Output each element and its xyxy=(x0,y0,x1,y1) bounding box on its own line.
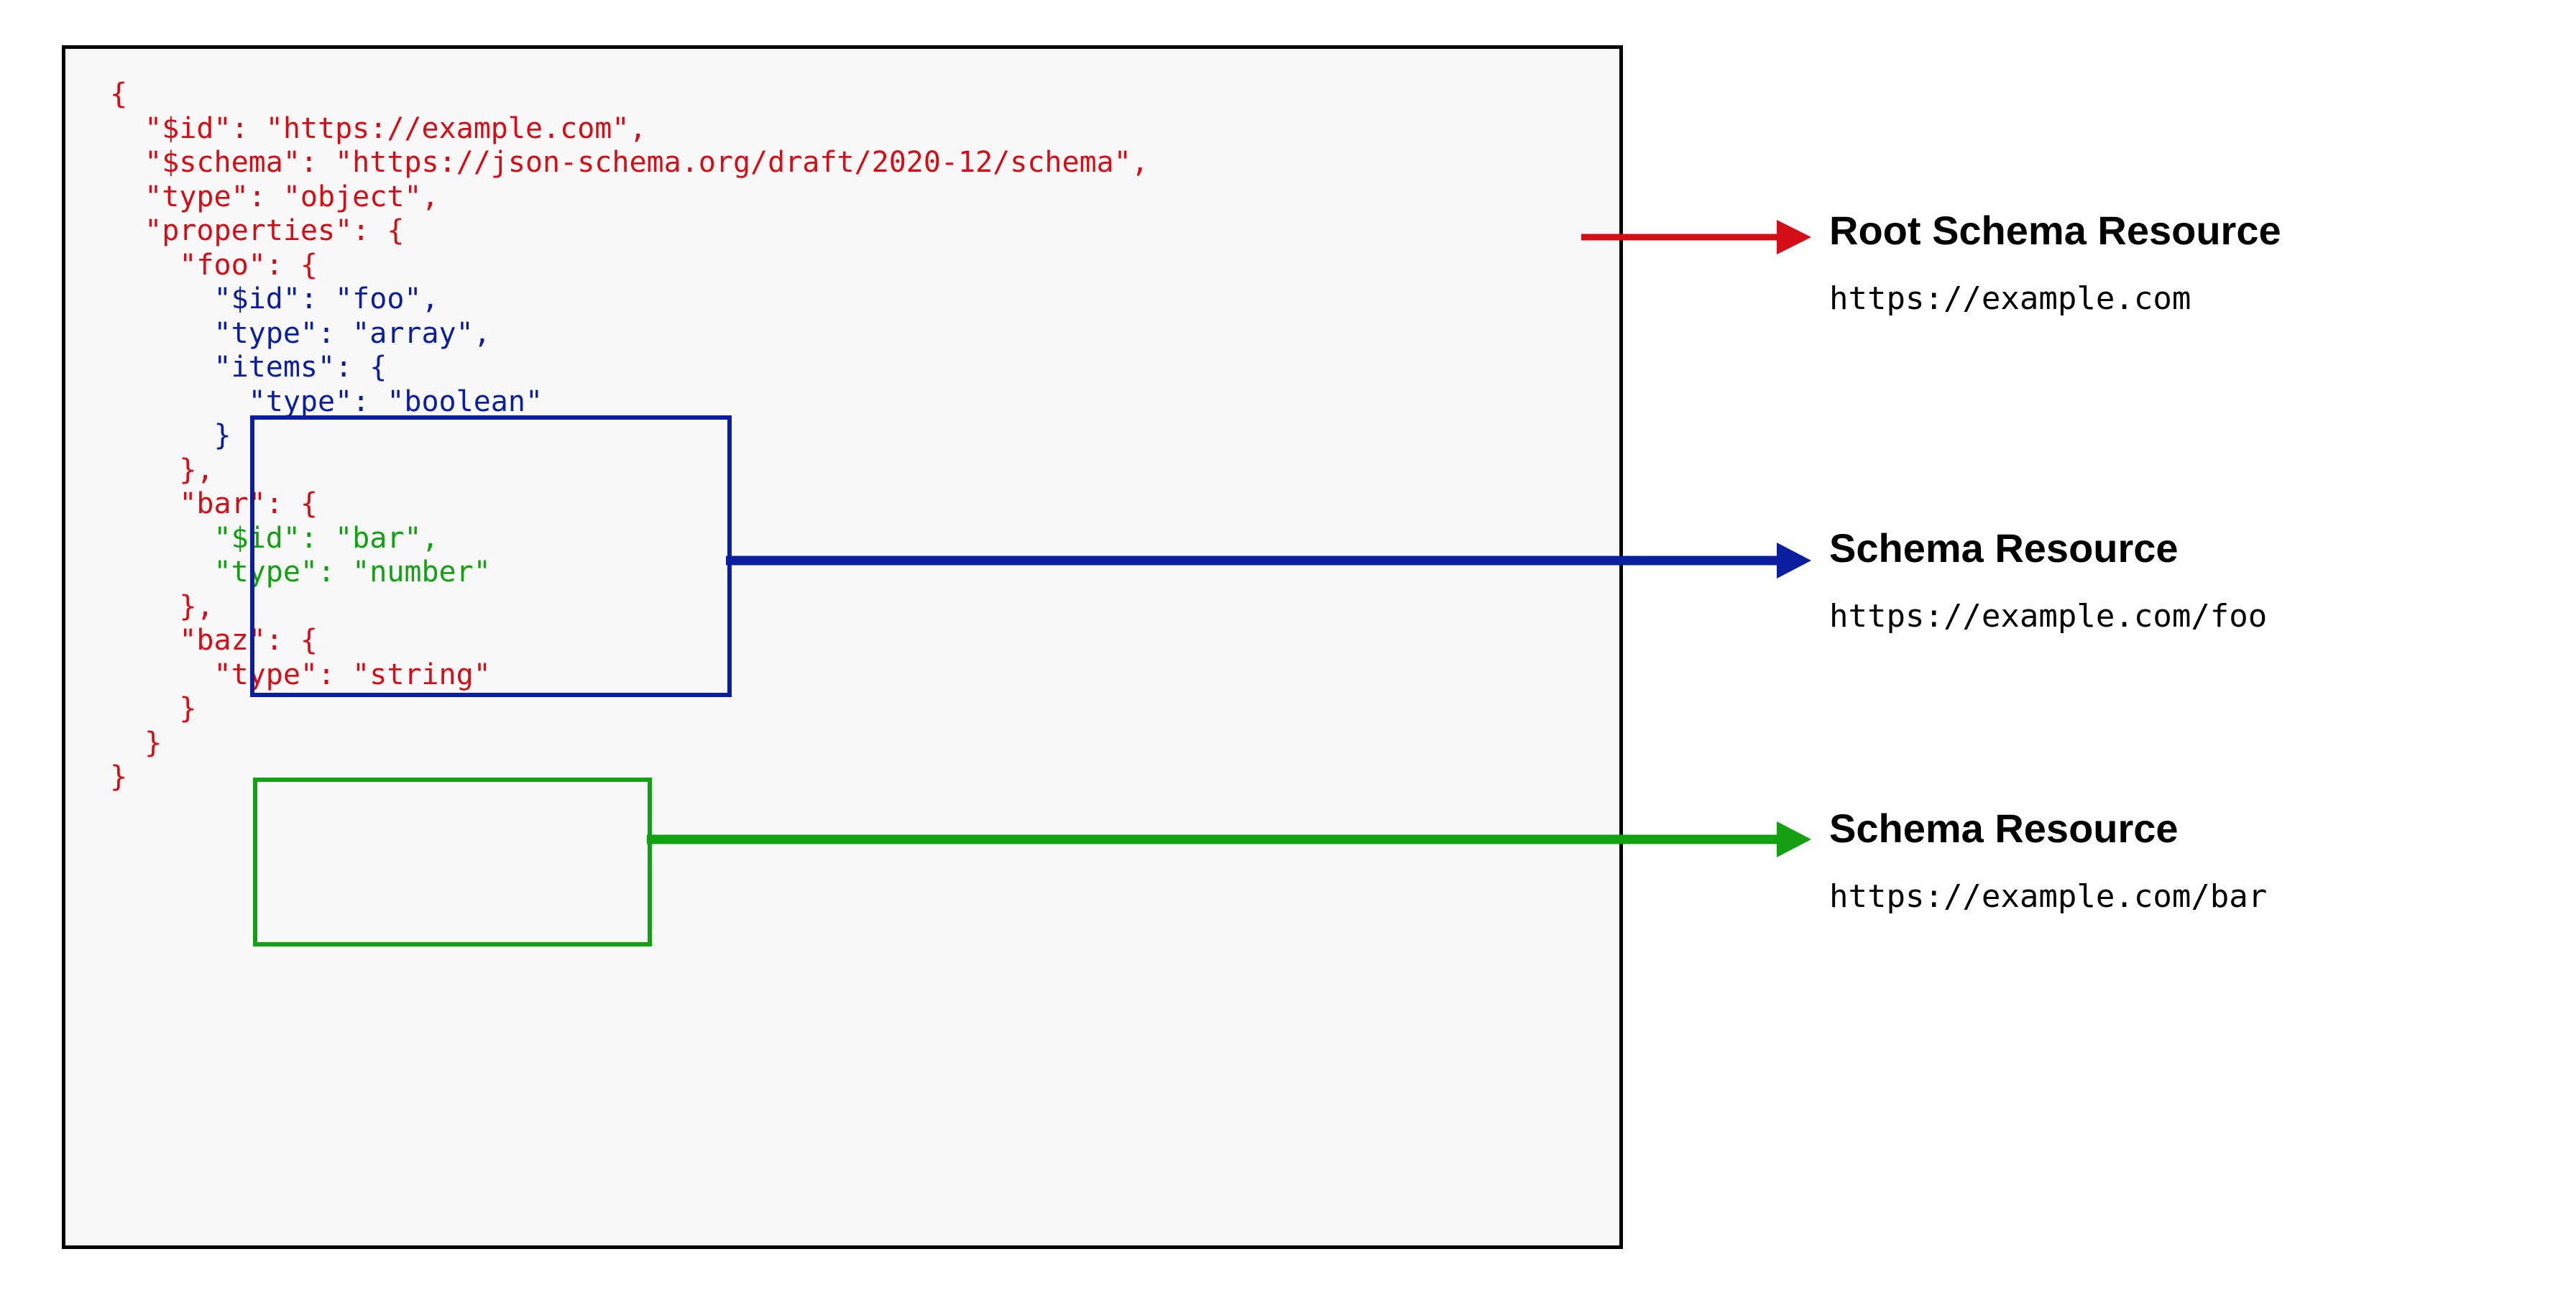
annotation-title: Root Schema Resource xyxy=(1829,208,2281,253)
annotation-title: Schema Resource xyxy=(1829,806,2179,851)
annotation-root-schema-resource: Root Schema Resource https://example.com xyxy=(1829,207,2548,319)
code-line: }, xyxy=(110,453,214,487)
highlight-box-foo-schema-resource xyxy=(250,415,732,697)
code-line: }, xyxy=(110,589,214,623)
code-line: } xyxy=(110,692,197,725)
annotation-foo-schema-resource: Schema Resource https://example.com/foo xyxy=(1829,525,2548,637)
code-line: "$id": "bar", xyxy=(110,521,439,555)
annotation-url: https://example.com/bar xyxy=(1829,878,2268,915)
code-line: "baz": { xyxy=(110,624,318,657)
annotation-url: https://example.com/foo xyxy=(1829,598,2268,635)
code-line: "type": "object", xyxy=(110,180,439,213)
code-line: "$id": "https://example.com", xyxy=(110,111,647,145)
code-line: "$id": "foo", xyxy=(110,282,439,315)
annotation-bar-schema-resource: Schema Resource https://example.com/bar xyxy=(1829,805,2548,917)
code-panel: { "$id": "https://example.com", "$schema… xyxy=(62,45,1623,1249)
json-code-block: { "$id": "https://example.com", "$schema… xyxy=(110,78,1149,795)
code-line: "bar": { xyxy=(110,487,318,520)
code-line: "foo": { xyxy=(110,248,318,282)
code-line: "type": "number" xyxy=(110,556,491,589)
code-line: "properties": { xyxy=(110,214,405,247)
annotation-url: https://example.com xyxy=(1829,280,2191,317)
code-line: } xyxy=(110,726,162,760)
code-line: "$schema": "https://json-schema.org/draf… xyxy=(110,146,1149,179)
code-line: "type": "array", xyxy=(110,316,491,350)
code-line: "type": "string" xyxy=(110,658,491,691)
code-line: } xyxy=(110,760,128,793)
code-line: } xyxy=(110,419,231,452)
code-line: "type": "boolean" xyxy=(110,384,543,418)
code-line: "items": { xyxy=(110,351,387,384)
highlight-box-bar-schema-resource xyxy=(253,778,652,946)
code-line: { xyxy=(110,78,128,111)
annotation-title: Schema Resource xyxy=(1829,525,2179,571)
